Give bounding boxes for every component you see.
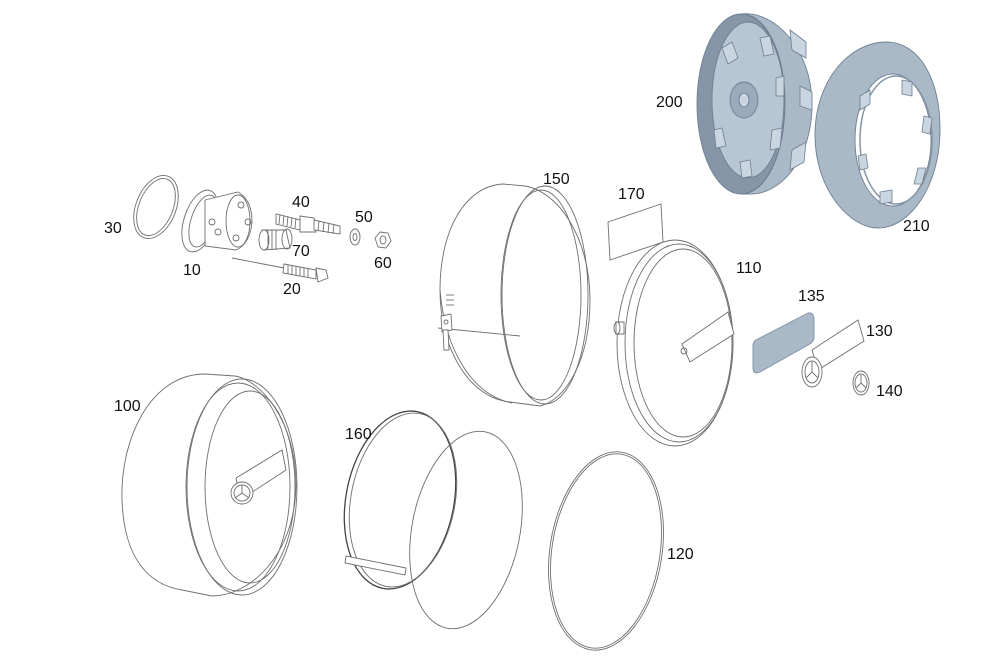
part-10-hub-flange[interactable]	[175, 186, 253, 257]
callout-160[interactable]: 160	[345, 426, 372, 443]
part-20-bolt[interactable]	[231, 257, 329, 283]
callout-100[interactable]: 100	[114, 398, 141, 415]
callout-70[interactable]: 70	[292, 243, 310, 260]
part-120-gasket-ring[interactable]	[535, 443, 677, 658]
part-30-ring[interactable]	[125, 169, 187, 245]
callout-30[interactable]: 30	[104, 220, 122, 237]
callout-130[interactable]: 130	[866, 323, 893, 340]
callout-200[interactable]: 200	[656, 94, 683, 111]
callout-labels: 10 20 30 40 50 60 70 100 110 120 130 135…	[104, 94, 930, 563]
part-70-sleeve[interactable]	[258, 228, 293, 251]
callout-135[interactable]: 135	[798, 288, 825, 305]
part-130-emblem-plate[interactable]	[801, 319, 865, 388]
callout-120[interactable]: 120	[667, 546, 694, 563]
part-110-front-cover[interactable]	[613, 239, 735, 447]
callout-150[interactable]: 150	[543, 171, 570, 188]
part-200-wheel-carrier[interactable]	[696, 13, 813, 195]
callout-50[interactable]: 50	[355, 209, 373, 226]
part-140-star-emblem[interactable]	[852, 370, 870, 396]
part-100-wheel-cover-assembly[interactable]	[121, 373, 298, 597]
part-60-nut[interactable]	[374, 231, 392, 249]
callout-10[interactable]: 10	[183, 262, 201, 279]
part-210-outer-ring[interactable]	[814, 41, 941, 229]
callout-110[interactable]: 110	[736, 260, 762, 277]
part-135-decal[interactable]	[752, 312, 815, 374]
part-160-seal-ring[interactable]	[330, 401, 538, 638]
part-150-cover-band[interactable]	[437, 183, 591, 407]
callout-60[interactable]: 60	[374, 255, 392, 272]
callout-20[interactable]: 20	[283, 281, 301, 298]
part-40-threaded-stud[interactable]	[275, 213, 341, 235]
part-50-washer[interactable]	[349, 228, 361, 246]
callout-40[interactable]: 40	[292, 194, 310, 211]
callout-140[interactable]: 140	[876, 383, 903, 400]
callout-170[interactable]: 170	[618, 186, 645, 203]
callout-210[interactable]: 210	[903, 218, 930, 235]
